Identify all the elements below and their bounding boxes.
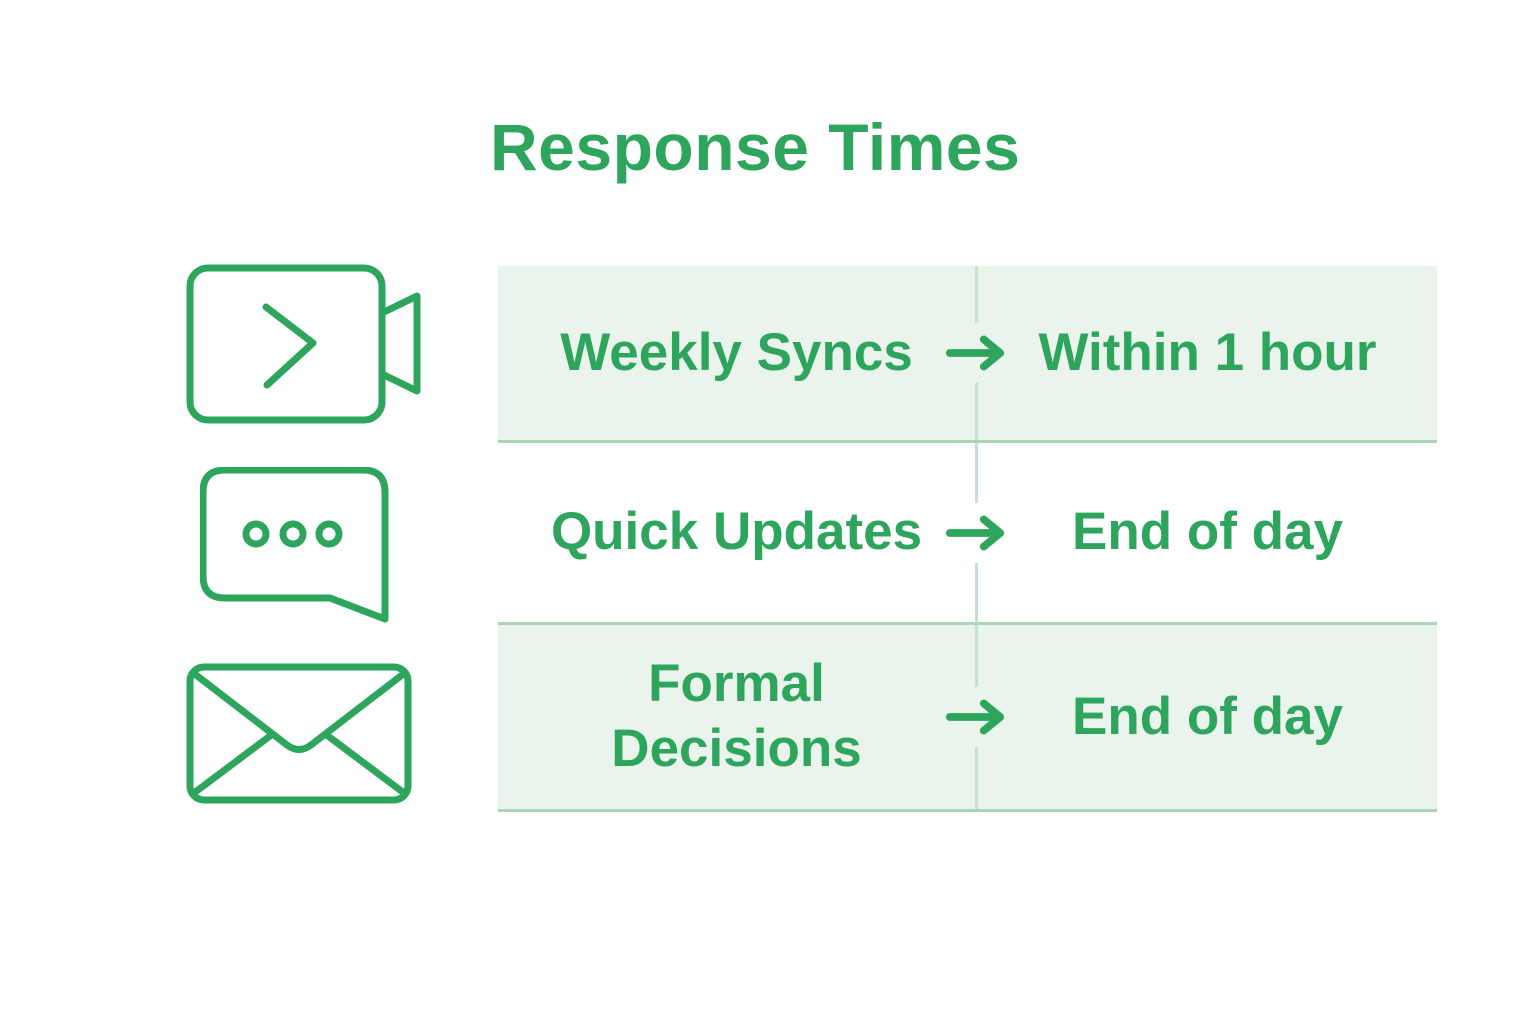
response-label: End of day [1072, 502, 1343, 562]
page-title: Response Times [490, 110, 1021, 184]
chat-bubble-icon [200, 467, 390, 625]
channel-cell: Quick Updates [498, 443, 975, 622]
arrow-right-icon [943, 502, 1009, 563]
video-camera-icon [186, 264, 426, 424]
channel-cell: Formal Decisions [498, 625, 975, 809]
channel-label: Formal Decisions [611, 654, 862, 778]
table-row-weekly-syncs: Weekly Syncs Within 1 hour [498, 266, 1437, 443]
response-label: Within 1 hour [1038, 322, 1377, 382]
channel-cell: Weekly Syncs [498, 266, 975, 440]
arrow-right-icon [943, 687, 1009, 747]
channel-label: Weekly Syncs [560, 322, 913, 382]
response-label: End of day [1072, 686, 1343, 746]
envelope-icon [186, 663, 414, 805]
table-row-quick-updates: Quick Updates End of day [498, 443, 1437, 625]
table-row-formal-decisions: Formal Decisions End of day [498, 625, 1437, 812]
arrow-right-icon [943, 323, 1009, 383]
response-cell: Within 1 hour [975, 266, 1437, 440]
response-times-table: Weekly Syncs Within 1 hour Quick Updates… [498, 266, 1437, 812]
response-cell: End of day [975, 443, 1437, 622]
response-cell: End of day [975, 625, 1437, 809]
channel-label: Quick Updates [550, 502, 923, 562]
